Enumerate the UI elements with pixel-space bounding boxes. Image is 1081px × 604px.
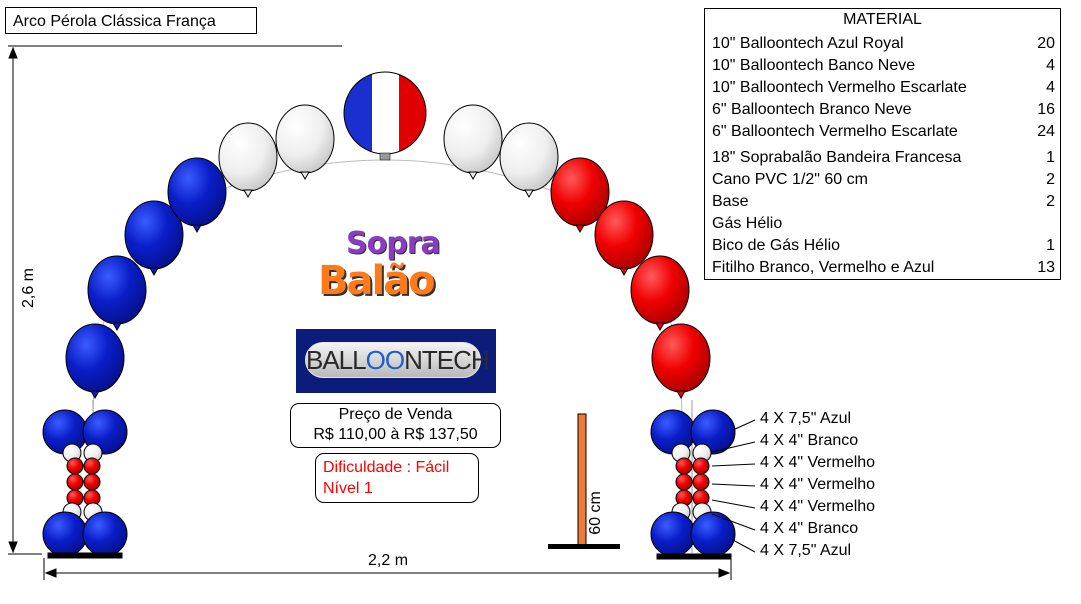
balloon-red bbox=[550, 157, 610, 234]
column-label: 4 X 4" Vermelho bbox=[760, 476, 876, 493]
column-label: 4 X 7,5" Azul bbox=[760, 542, 852, 559]
label-leaders bbox=[711, 419, 756, 553]
difficulty-label: Dificuldade : Fácil bbox=[323, 459, 450, 476]
arch-balloons bbox=[65, 104, 711, 400]
difficulty-level: Nível 1 bbox=[323, 480, 373, 497]
column-label: 4 X 7,5" Azul bbox=[760, 410, 852, 427]
soprabalao-logo: Sopra Balão bbox=[318, 226, 441, 304]
column-label: 4 X 4" Vermelho bbox=[760, 454, 876, 471]
balloon-blue bbox=[65, 323, 125, 400]
balloontech-logo: BALLOONTECH bbox=[296, 329, 496, 393]
balloon-white bbox=[218, 122, 278, 199]
balloon-blue bbox=[87, 255, 147, 332]
balloon-red bbox=[651, 323, 711, 400]
price-value: R$ 110,00 à R$ 137,50 bbox=[313, 426, 478, 443]
width-label: 2,2 m bbox=[368, 552, 409, 569]
left-column bbox=[42, 400, 128, 559]
material-row: Gás Hélio bbox=[712, 215, 783, 232]
balloon-blue bbox=[167, 157, 227, 234]
height-label: 2,6 m bbox=[20, 268, 37, 309]
column-label: 4 X 4" Branco bbox=[760, 432, 859, 449]
difficulty-box: Dificuldade : Fácil Nível 1 bbox=[315, 453, 479, 503]
width-dimension bbox=[43, 558, 732, 580]
balloon-red bbox=[630, 255, 690, 332]
balloon-white bbox=[275, 104, 335, 181]
pipe-label: 60 cm bbox=[587, 491, 604, 535]
balloon-blue bbox=[124, 200, 184, 277]
balloon-red bbox=[594, 200, 654, 277]
balloon-white bbox=[499, 122, 559, 199]
flag-balloon bbox=[343, 71, 427, 161]
column-label: 4 X 4" Vermelho bbox=[760, 498, 876, 515]
pvc-pipe bbox=[548, 413, 620, 549]
right-column bbox=[650, 400, 736, 560]
price-box: Preço de Venda R$ 110,00 à R$ 137,50 bbox=[290, 403, 501, 448]
page-title: Arco Pérola Clássica França bbox=[5, 7, 257, 34]
material-header: MATERIAL bbox=[843, 11, 922, 28]
column-label: 4 X 4" Branco bbox=[760, 520, 859, 537]
balloon-white bbox=[443, 104, 503, 181]
height-dimension bbox=[8, 45, 342, 555]
price-label: Preço de Venda bbox=[338, 406, 453, 423]
